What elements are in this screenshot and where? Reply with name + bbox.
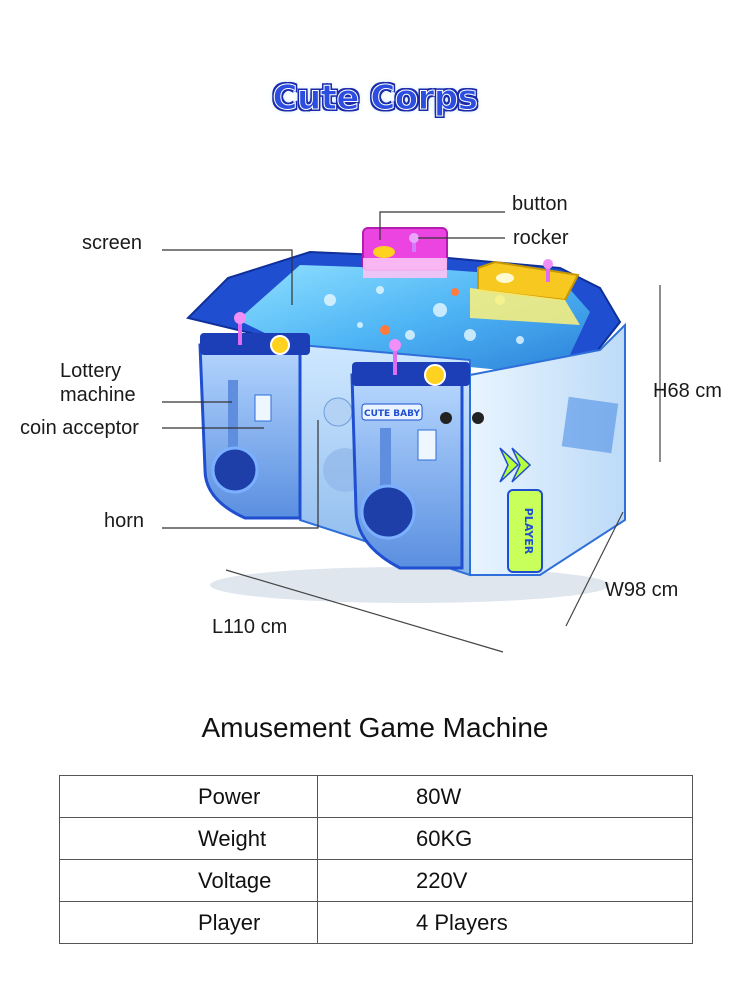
horn-speaker: [323, 397, 353, 427]
callout-coin-acceptor: coin acceptor: [20, 417, 139, 439]
pink-button: [373, 246, 395, 258]
screen-fish: [380, 288, 459, 335]
front-control-deck: [352, 362, 470, 386]
spec-value: 4 Players: [317, 901, 693, 944]
front-player-pod: [350, 370, 464, 570]
spec-key: Power: [59, 775, 318, 818]
dimension-height: H68 cm: [653, 380, 722, 402]
front-logo-text: CUTE BABY: [364, 409, 421, 419]
spec-key: Player: [59, 901, 318, 944]
front-wheel: [360, 484, 416, 540]
spec-key: Voltage: [59, 859, 318, 902]
left-control-deck: [200, 333, 310, 355]
floor-shadow: [210, 567, 610, 603]
page-title: Cute Corps: [272, 78, 478, 119]
machine-illustration: PLAYER CUTE BABY: [162, 211, 661, 653]
callout-line-screen: [162, 249, 293, 305]
yellow-player-panel: [477, 260, 580, 302]
table-row: Power 80W: [59, 775, 693, 818]
yellow-panel-glow: [470, 288, 580, 325]
callout-line-button: [379, 211, 505, 240]
dimension-width: W98 cm: [605, 579, 679, 601]
left-ticket-channel: [228, 380, 238, 480]
front-button: [424, 364, 446, 386]
front-rocker-ball: [389, 339, 401, 351]
player-sign-text: PLAYER: [522, 508, 535, 555]
table-row: Weight 60KG: [59, 817, 693, 860]
side-decal: [561, 396, 619, 454]
pink-rocker-ball: [409, 233, 419, 243]
left-wheel: [211, 446, 259, 494]
spec-value: 60KG: [317, 817, 693, 860]
callout-rocker: rocker: [513, 227, 569, 249]
dimension-lines: [225, 285, 661, 653]
callout-lottery-line2: machine: [60, 384, 136, 406]
callout-horn: horn: [104, 510, 145, 532]
front-coin-slot: [417, 429, 437, 461]
front-eye-left: [440, 412, 452, 424]
callout-line-horn: [162, 420, 319, 529]
side-arrow-icon-2: [499, 447, 520, 483]
dimension-line-width: [565, 511, 624, 627]
specs-table: Power 80W Weight 60KG Voltage 220V Playe…: [59, 775, 693, 944]
table-row: Player 4 Players: [59, 901, 693, 944]
side-arrow-icon: [511, 447, 532, 483]
left-rocker-ball: [234, 312, 246, 324]
callout-button: button: [512, 193, 568, 215]
spec-key: Weight: [59, 817, 318, 860]
left-coin-slot: [254, 394, 272, 422]
left-button: [270, 335, 290, 355]
table-row: Voltage 220V: [59, 859, 693, 902]
product-title: Amusement Game Machine: [201, 712, 549, 743]
spec-value: 220V: [317, 859, 693, 902]
front-logo-plate: [361, 403, 423, 421]
pink-panel-front: [363, 258, 447, 278]
spec-value: 80W: [317, 775, 693, 818]
callout-screen: screen: [82, 232, 143, 254]
front-ticket-channel: [380, 428, 391, 538]
dimension-line-length: [225, 569, 504, 653]
screen-bubbles: [324, 286, 524, 344]
yellow-button: [496, 273, 514, 283]
yellow-rocker-ball: [543, 259, 553, 269]
callout-lines: [162, 211, 505, 529]
front-eye-right: [472, 412, 484, 424]
player-sign: [507, 489, 543, 573]
dimension-length: L110 cm: [212, 616, 288, 638]
callout-lottery-line1: Lottery: [60, 360, 122, 382]
